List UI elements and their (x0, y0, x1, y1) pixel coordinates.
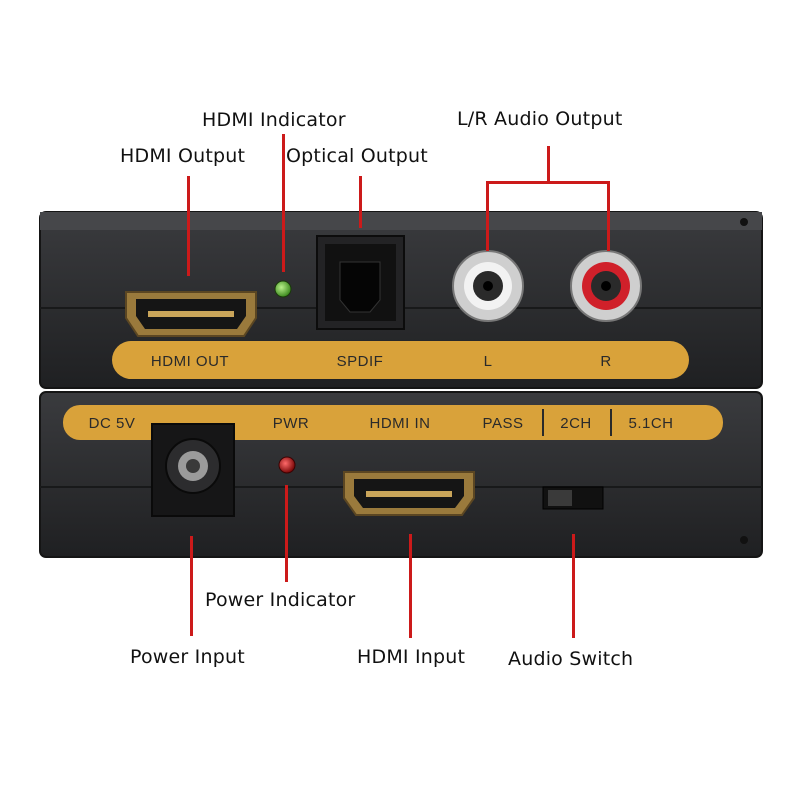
leader-hdmi-output (187, 176, 190, 276)
callout-hdmi-output: HDMI Output (120, 145, 246, 167)
power-indicator-led (278, 456, 296, 474)
label-pass: PASS (483, 415, 524, 432)
leader-hdmi-input (409, 534, 412, 638)
label-hdmi-out: HDMI OUT (151, 353, 229, 370)
callout-power-indicator: Power Indicator (205, 589, 356, 611)
leader-lr-right (607, 181, 610, 251)
leader-lr-left (486, 181, 489, 251)
top-label-strip (112, 341, 689, 379)
power-input-jack (151, 423, 235, 517)
bottom-device-panel: DC 5V PWR HDMI IN PASS 2CH 5.1CH (39, 391, 763, 558)
rca-right-red-port (570, 250, 642, 322)
label-5-1ch: 5.1CH (628, 415, 673, 432)
callout-power-input: Power Input (130, 646, 245, 668)
leader-audio-switch (572, 534, 575, 638)
callout-hdmi-indicator: HDMI Indicator (202, 109, 346, 131)
leader-optical-output (359, 176, 362, 228)
label-left: L (484, 353, 493, 370)
hdmi-indicator-led (274, 280, 292, 298)
audio-switch (542, 486, 604, 510)
hdmi-input-port (343, 471, 475, 516)
label-right: R (600, 353, 611, 370)
rca-left-white-port (452, 250, 524, 322)
leader-lr-horizontal (486, 181, 610, 184)
label-spdif: SPDIF (337, 353, 384, 370)
label-dc5v: DC 5V (89, 415, 136, 432)
label-hdmi-in: HDMI IN (370, 415, 431, 432)
label-pwr: PWR (273, 415, 310, 432)
leader-power-indicator (285, 485, 288, 582)
leader-lr-stem (547, 146, 550, 183)
callout-hdmi-input: HDMI Input (357, 646, 466, 668)
callout-audio-switch: Audio Switch (508, 648, 634, 670)
top-device-panel: HDMI OUT SPDIF L R (39, 211, 763, 389)
callout-lr-audio-output: L/R Audio Output (457, 108, 623, 130)
callout-optical-output: Optical Output (286, 145, 428, 167)
optical-output-port (316, 235, 405, 330)
leader-hdmi-indicator (282, 134, 285, 272)
leader-power-input (190, 536, 193, 636)
hdmi-output-port (125, 291, 257, 337)
label-2ch: 2CH (560, 415, 592, 432)
